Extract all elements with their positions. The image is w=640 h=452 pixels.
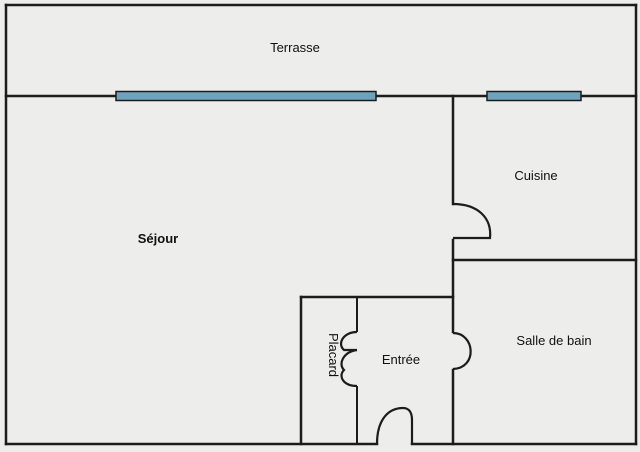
window-sejour <box>115 90 377 102</box>
label-cuisine: Cuisine <box>514 168 557 183</box>
label-salle-de-bain: Salle de bain <box>516 333 591 348</box>
label-terrasse: Terrasse <box>270 40 320 55</box>
entrance-walls <box>299 295 455 446</box>
door-placard-upper <box>340 330 358 352</box>
window-cuisine <box>486 90 582 102</box>
outer-walls <box>4 3 638 446</box>
label-sejour: Séjour <box>138 231 178 246</box>
label-entree: Entrée <box>382 352 420 367</box>
door-placard-lower <box>340 348 358 388</box>
door-cuisine <box>452 202 492 240</box>
label-placard: Placard <box>326 333 341 377</box>
door-entree <box>375 406 414 445</box>
door-salle-de-bain <box>452 331 472 371</box>
